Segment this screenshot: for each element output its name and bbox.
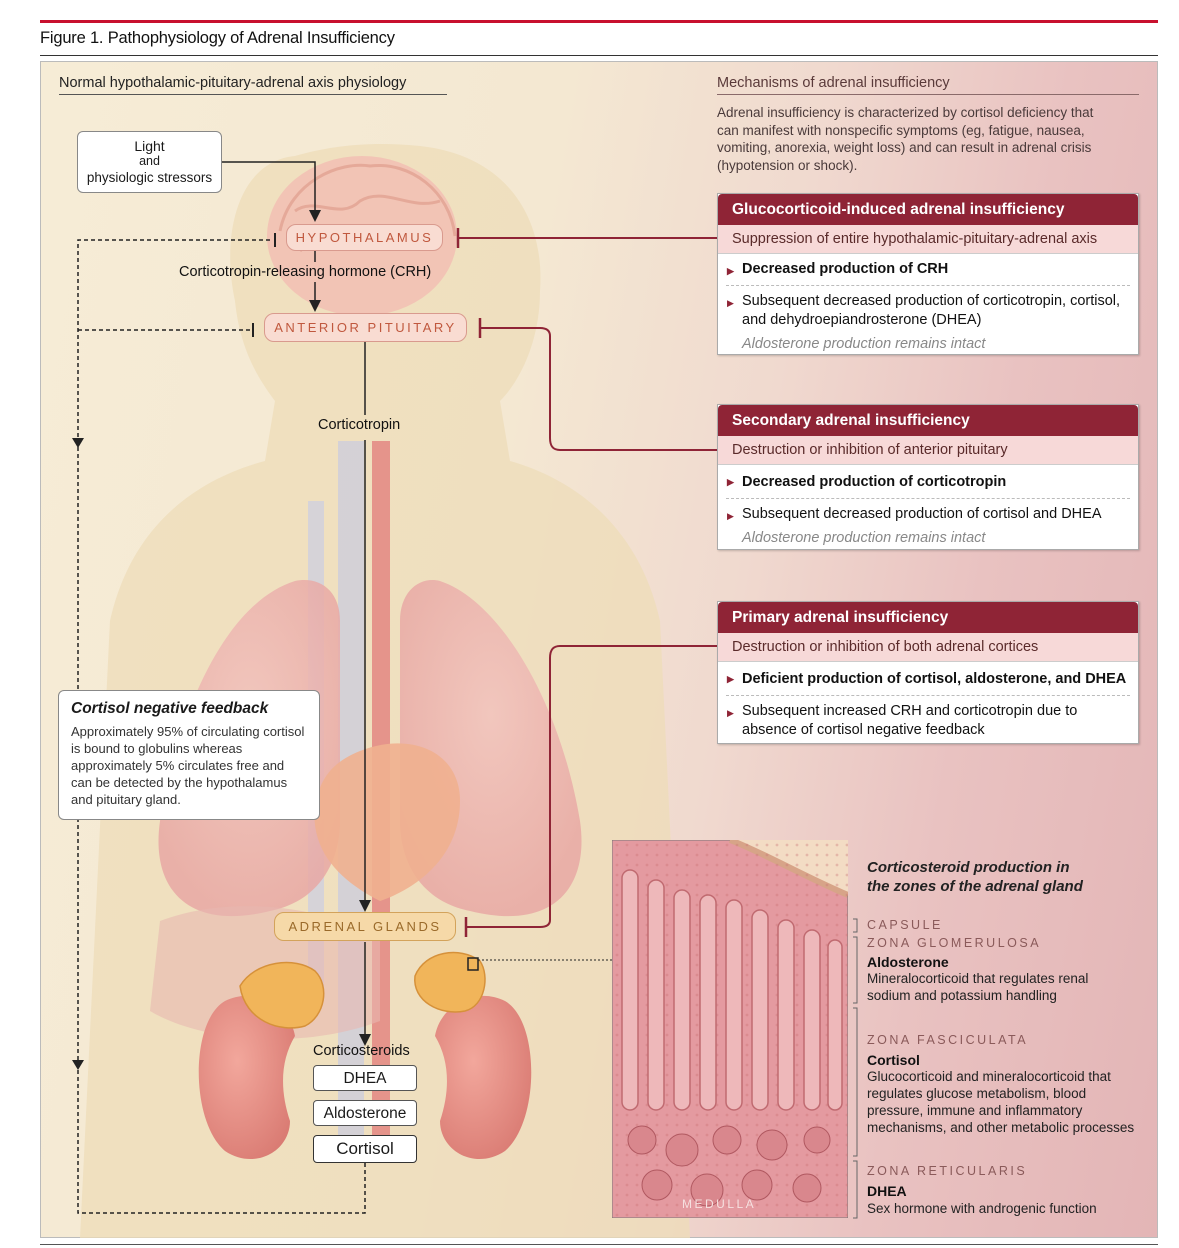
card-subtitle: Destruction or inhibition of anterior pi… (718, 436, 1138, 465)
adrenal-cortex-illustration (612, 840, 848, 1218)
card-item: Decreased production of CRH (718, 254, 1138, 285)
card-note: Aldosterone production remains intact (742, 530, 986, 546)
anterior-pituitary-label: ANTERIOR PITUITARY (264, 313, 467, 342)
aldosterone-box: Aldosterone (313, 1100, 417, 1126)
capsule-label: CAPSULE (867, 918, 943, 932)
mechanisms-heading: Mechanisms of adrenal insufficiency (717, 75, 1139, 95)
card-subtitle: Destruction or inhibition of both adrena… (718, 633, 1138, 662)
figure-title: Figure 1. Pathophysiology of Adrenal Ins… (40, 29, 395, 47)
intro-text: Adrenal insufficiency is characterized b… (717, 105, 1094, 173)
top-accent-rule (40, 20, 1158, 23)
reticularis-desc: Sex hormone with androgenic function (867, 1201, 1097, 1216)
fasciculata-desc: Glucocorticoid and mineralocorticoid tha… (867, 1069, 1135, 1135)
bottom-rule (40, 1244, 1158, 1245)
primary-card: Primary adrenal insufficiency Destructio… (717, 601, 1139, 744)
glomerulosa-label: ZONA GLOMERULOSA (867, 936, 1042, 950)
glomerulosa-hormone: Aldosterone (867, 954, 949, 970)
card-item: Decreased production of corticotropin (718, 465, 1138, 498)
secondary-card: Secondary adrenal insufficiency Destruct… (717, 404, 1139, 550)
medulla-label: MEDULLA (682, 1197, 757, 1211)
dhea-box: DHEA (313, 1065, 417, 1091)
hypothalamus-label: HYPOTHALAMUS (286, 224, 443, 251)
crh-label: Corticotropin-releasing hormone (CRH) (179, 264, 432, 280)
card-item: Subsequent increased CRH and corticotrop… (718, 696, 1138, 746)
card-item: Deficient production of cortisol, aldost… (718, 662, 1138, 695)
fasciculata-label: ZONA FASCICULATA (867, 1033, 1029, 1047)
title-rule (40, 55, 1158, 56)
card-note: Aldosterone production remains intact (742, 336, 986, 352)
stressors-box: Light and physiologic stressors (77, 131, 222, 193)
reticularis-label: ZONA RETICULARIS (867, 1164, 1028, 1178)
cortisol-box: Cortisol (313, 1135, 417, 1163)
card-title: Primary adrenal insufficiency (718, 602, 1138, 633)
card-subtitle: Suppression of entire hypothalamic-pitui… (718, 225, 1138, 254)
corticotropin-label: Corticotropin (318, 417, 401, 433)
card-title: Secondary adrenal insufficiency (718, 405, 1138, 436)
card-item: Subsequent decreased production of corti… (718, 499, 1138, 530)
glucocorticoid-card: Glucocorticoid-induced adrenal insuffici… (717, 193, 1139, 355)
cortisol-feedback-box: Cortisol negative feedback Approximately… (58, 690, 320, 820)
feedback-title: Cortisol negative feedback (71, 700, 269, 717)
adrenal-glands-label: ADRENAL GLANDS (274, 912, 456, 941)
corticosteroids-label: Corticosteroids (313, 1043, 410, 1059)
card-item: Subsequent decreased production of corti… (718, 286, 1138, 336)
glomerulosa-desc: Mineralocorticoid that regulates renal s… (867, 971, 1089, 1003)
feedback-text: Approximately 95% of circulating cortiso… (71, 724, 305, 807)
reticularis-hormone: DHEA (867, 1183, 907, 1199)
card-title: Glucocorticoid-induced adrenal insuffici… (718, 194, 1138, 225)
zones-title: Corticosteroid production in the zones o… (867, 859, 1083, 895)
normal-physiology-heading: Normal hypothalamic-pituitary-adrenal ax… (59, 75, 447, 95)
fasciculata-hormone: Cortisol (867, 1052, 920, 1068)
